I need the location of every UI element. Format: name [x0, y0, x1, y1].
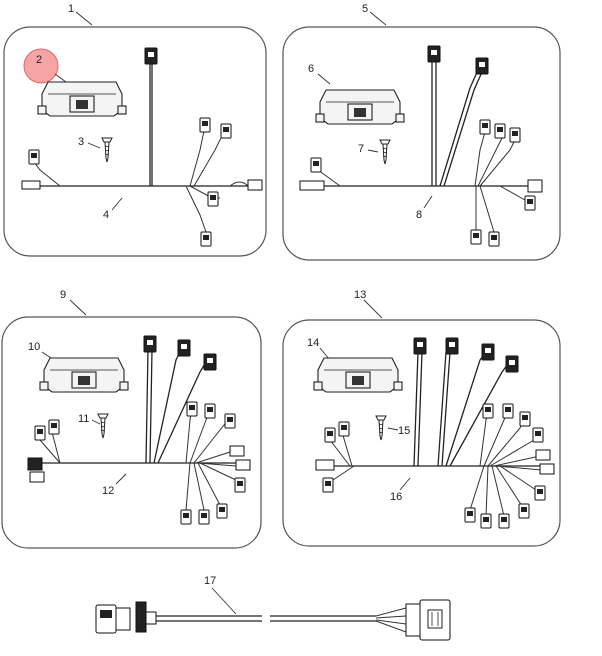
callout-8: 8 — [416, 209, 422, 221]
callout-14: 14 — [307, 337, 319, 349]
callout-9: 9 — [60, 289, 66, 301]
callout-2: 2 — [36, 54, 42, 66]
callout-5: 5 — [362, 3, 368, 15]
highlighted-part-circle[interactable] — [23, 48, 59, 84]
callout-4: 4 — [103, 209, 109, 221]
panel-1: 1 2 3 4 — [3, 3, 267, 257]
callout-17: 17 — [204, 575, 216, 587]
callout-1: 1 — [68, 3, 74, 15]
part-17-cable: 17 — [95, 575, 451, 641]
panel-5: 5 6 7 8 — [282, 3, 561, 261]
callout-15: 15 — [398, 425, 410, 437]
panel-9: 9 10 11 — [1, 289, 262, 549]
callout-11: 11 — [78, 413, 89, 425]
panel-13: 13 14 15 — [282, 289, 561, 547]
callout-12: 12 — [102, 485, 114, 497]
callout-10: 10 — [28, 341, 40, 353]
callout-13: 13 — [354, 289, 366, 301]
callout-3: 3 — [78, 136, 84, 148]
callout-7: 7 — [358, 143, 364, 155]
callout-16: 16 — [390, 491, 402, 503]
callout-6: 6 — [308, 63, 314, 75]
